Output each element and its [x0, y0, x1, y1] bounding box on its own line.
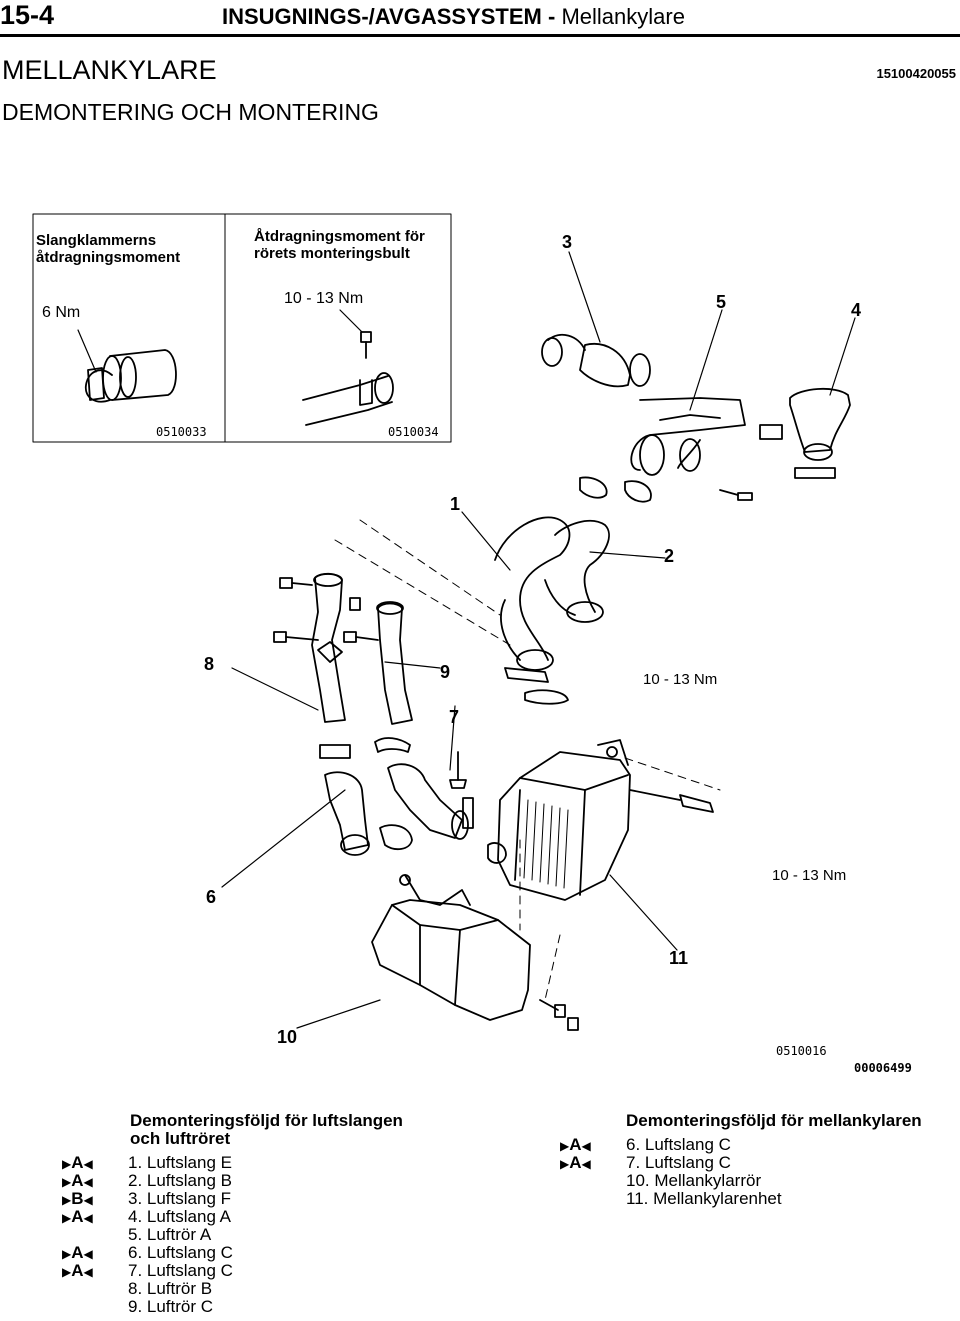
callout-2: 2 [664, 546, 675, 566]
left-list-title-line2: och luftröret [130, 1129, 231, 1148]
header-title: INSUGNINGS-/AVGASSYSTEM - Mellankylare [222, 4, 685, 30]
inset-right-torque: 10 - 13 Nm [284, 290, 364, 307]
inset-left-caption: Slangklammerns åtdragningsmoment [36, 232, 180, 266]
callout-3: 3 [562, 232, 573, 252]
list-item: ▶A◀7. Luftslang C [62, 1261, 233, 1280]
callout-7: 7 [449, 707, 460, 727]
torque-inset [32, 213, 452, 443]
document-code: 15100420055 [876, 66, 956, 81]
callout-1: 1 [450, 494, 461, 514]
inset-left-caption-line2: åtdragningsmoment [36, 249, 181, 266]
callout-9: 9 [440, 662, 451, 682]
inset-right-caption: Åtdragningsmoment för rörets monteringsb… [254, 228, 425, 262]
header-title-separator: - [547, 4, 556, 29]
inset-right-caption-line1: Åtdragningsmoment för [254, 228, 425, 245]
list-item: ▶A◀2. Luftslang B [62, 1171, 232, 1190]
list-item: ▶A◀6. Luftslang C [62, 1243, 233, 1262]
inset-left-caption-line1: Slangklammerns [36, 232, 157, 249]
center-bolt [449, 751, 467, 789]
list-item: ▶B◀3. Luftslang F [62, 1189, 232, 1208]
service-marker: ▶A◀ [560, 1135, 591, 1154]
upper-hoses [541, 333, 851, 503]
service-marker: ▶B◀ [62, 1189, 93, 1208]
figure-code: 0510016 [776, 1044, 827, 1058]
callout-4: 4 [851, 300, 862, 320]
callout-6: 6 [206, 887, 217, 907]
list-item: 11. Mellankylarenhet [626, 1189, 782, 1208]
pipes-8-9 [273, 572, 474, 856]
list-item: ▶A◀7. Luftslang C [560, 1153, 731, 1172]
list-item: ▶A◀4. Luftslang A [62, 1207, 232, 1226]
list-item: 10. Mellankylarrör [626, 1171, 762, 1190]
torque-right: 10 - 13 Nm [772, 867, 847, 884]
page-number: 15-4 [0, 0, 55, 30]
callout-5: 5 [716, 292, 727, 312]
inset-left-code: 0510033 [156, 425, 207, 439]
list-item: 5. Luftrör A [128, 1225, 212, 1244]
intercooler-pipe [371, 874, 579, 1031]
right-removal-list: Demonteringsföljd för mellankylaren ▶A◀6… [560, 1112, 922, 1208]
callout-8: 8 [204, 654, 215, 674]
torque-center: 10 - 13 Nm [643, 671, 718, 688]
list-item: 9. Luftrör C [128, 1297, 214, 1316]
left-list-items: ▶A◀1. Luftslang E ▶A◀2. Luftslang B ▶B◀3… [62, 1154, 403, 1316]
list-item: ▶A◀1. Luftslang E [62, 1153, 232, 1172]
list-item: 8. Luftrör B [128, 1279, 213, 1298]
left-list-title: Demonteringsföljd för luftslangen och lu… [130, 1112, 403, 1148]
header-title-main: INSUGNINGS-/AVGASSYSTEM [222, 4, 542, 29]
left-list-title-line1: Demonteringsföljd för luftslangen [130, 1111, 403, 1130]
intercooler-unit [487, 739, 714, 901]
right-list-items: ▶A◀6. Luftslang C ▶A◀7. Luftslang C 10. … [560, 1136, 922, 1208]
right-list-title: Demonteringsföljd för mellankylaren [626, 1111, 922, 1130]
service-marker: ▶A◀ [62, 1171, 93, 1190]
service-marker: ▶A◀ [62, 1261, 93, 1280]
service-marker: ▶A◀ [560, 1153, 591, 1172]
section-title: MELLANKYLARE [2, 55, 217, 85]
callout-11: 11 [669, 948, 689, 968]
figure-number: 00006499 [854, 1061, 912, 1075]
list-item: ▶A◀6. Luftslang C [560, 1135, 731, 1154]
callout-10: 10 [277, 1027, 298, 1047]
inset-left-torque: 6 Nm [42, 304, 81, 321]
service-marker: ▶A◀ [62, 1207, 93, 1226]
subsection-title: DEMONTERING OCH MONTERING [2, 99, 379, 125]
service-marker: ▶A◀ [62, 1243, 93, 1262]
header-title-subtitle: Mellankylare [561, 4, 685, 29]
left-removal-list: Demonteringsföljd för luftslangen och lu… [62, 1112, 403, 1316]
header-rule [0, 34, 960, 37]
inset-right-caption-line2: rörets monteringsbult [254, 245, 410, 262]
hoses-1-2 [494, 516, 610, 705]
service-marker: ▶A◀ [62, 1153, 93, 1172]
assembly-lines [334, 519, 721, 1001]
inset-right-code: 0510034 [388, 425, 439, 439]
